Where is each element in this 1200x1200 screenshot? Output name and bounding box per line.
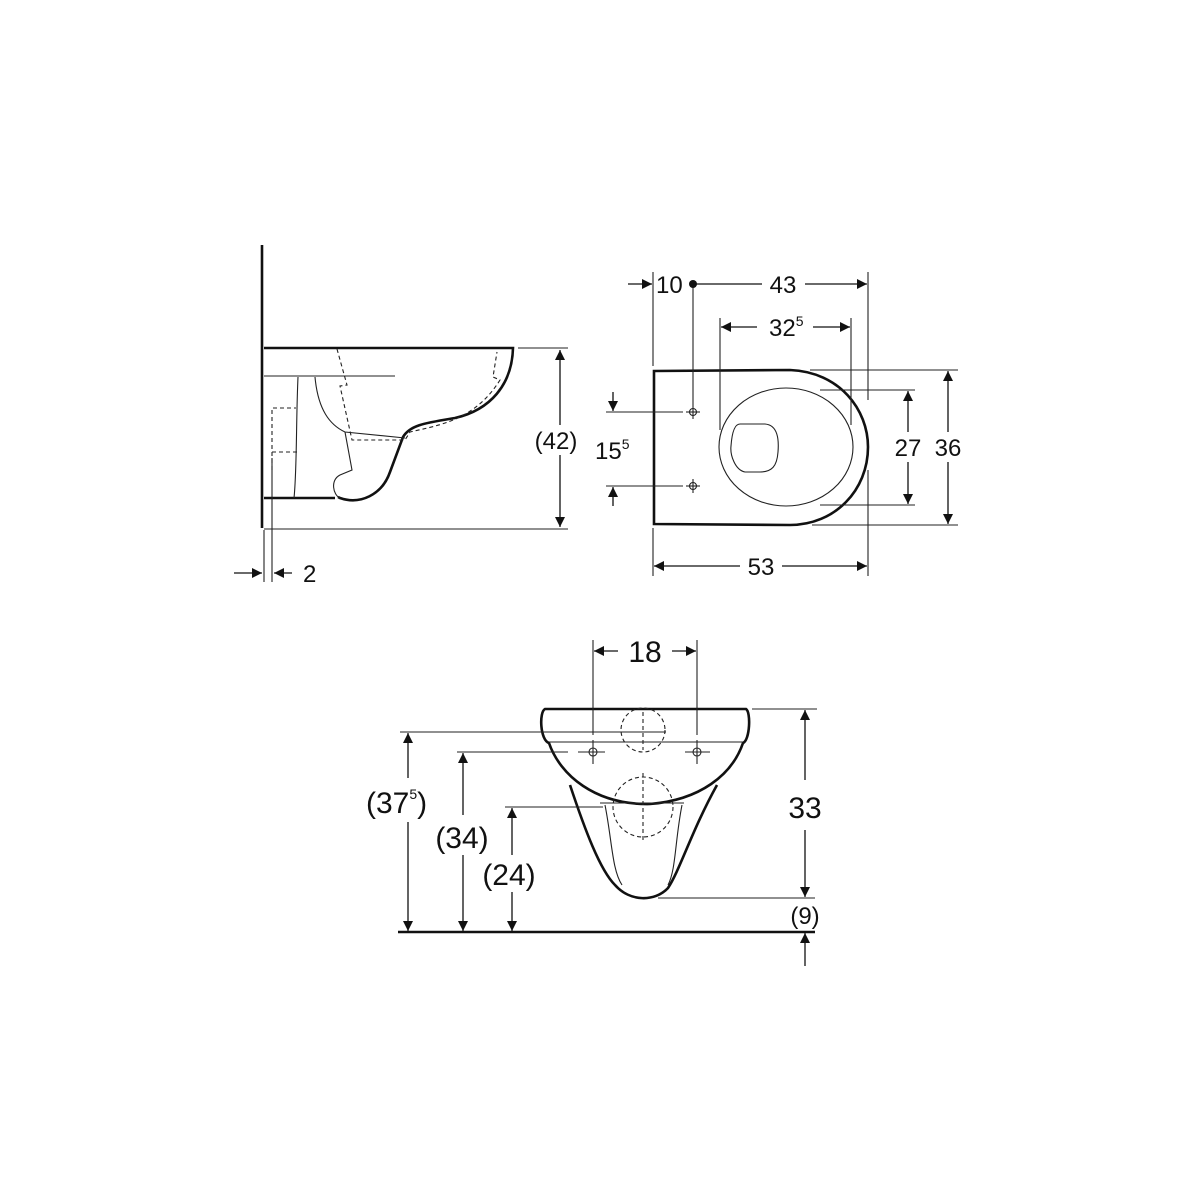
seat-width-label: 27 [895, 435, 922, 462]
outlet-circle [612, 776, 674, 838]
total-width-label: 36 [935, 435, 962, 462]
fixing-to-front-label: 43 [770, 272, 797, 299]
wall-offset-label: 10 [656, 272, 683, 299]
total-length-label: 53 [748, 554, 775, 581]
floor-gap-label: (9) [790, 903, 819, 930]
side-height-label: (42) [535, 428, 578, 455]
height-34-label: (34) [435, 822, 488, 855]
front-view: 18 (375) (34) (24) 33 (9) [366, 636, 822, 966]
bowl-opening [730, 423, 779, 473]
bowl-outline [264, 346, 515, 502]
pan-outline [568, 784, 719, 900]
fixing-spacing-label: 155 [595, 436, 630, 465]
height-24-label: (24) [482, 859, 535, 892]
bowl-height-label: 33 [788, 792, 821, 825]
seat-length-label: 325 [769, 313, 804, 342]
side-view: (42) 2 [234, 245, 577, 588]
inlet-circle [620, 707, 666, 753]
top-view: 10 43 325 155 27 36 53 [595, 272, 961, 581]
wall-gap-label: 2 [303, 561, 316, 588]
rim-outline [539, 707, 751, 806]
height-375-label: (375) [366, 786, 427, 820]
seat-ellipse [718, 387, 854, 507]
fixing-distance-label: 18 [628, 636, 661, 669]
top-outline [652, 368, 870, 527]
